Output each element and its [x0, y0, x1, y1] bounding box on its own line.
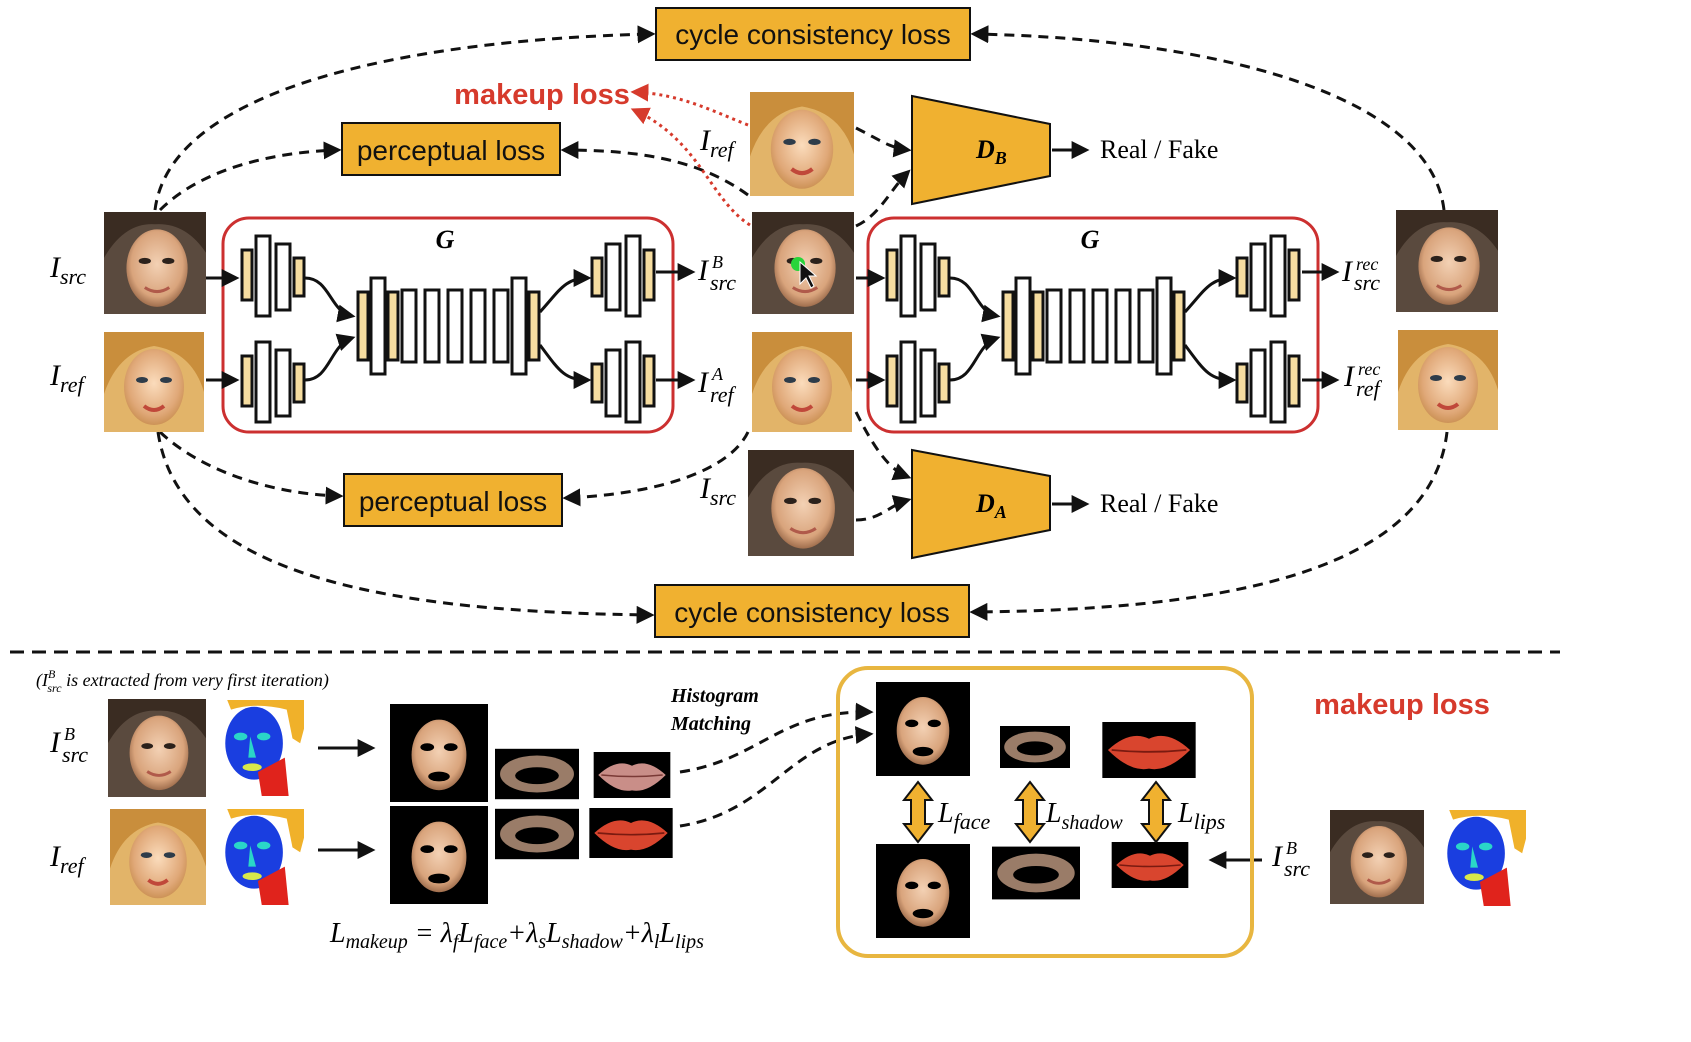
svg-text:Lface: Lface	[937, 798, 990, 834]
label-i-ref: Iref	[49, 359, 87, 397]
bottom-right-face	[1330, 808, 1424, 906]
panel-face-gen-crop	[876, 844, 970, 938]
svg-text:I: I	[1271, 840, 1284, 873]
crop-lips-ref	[588, 808, 674, 858]
label-i-ref-a: I A ref	[697, 364, 737, 407]
panel-face-ref-crop	[876, 682, 970, 776]
discriminator-a: DA Real / Fake	[911, 448, 1218, 560]
svg-text:I: I	[49, 726, 62, 759]
face-ref-top-image	[750, 92, 854, 196]
generator-right-label: G	[1081, 225, 1100, 254]
face-src-image	[104, 212, 206, 314]
svg-text:ref: ref	[1356, 376, 1383, 401]
svg-text:src: src	[62, 742, 88, 767]
svg-text:Lshadow: Lshadow	[1045, 798, 1123, 834]
svg-text:Iref: Iref	[49, 840, 87, 878]
bottom-ref-face	[110, 808, 206, 906]
generator-left: G	[221, 216, 675, 434]
bottom-src-parse-map	[208, 700, 304, 796]
label-i-ref-top: Iref	[699, 124, 737, 162]
face-ref-rec-image	[1398, 330, 1498, 430]
crop-eye-src	[495, 748, 579, 800]
bottom-row1-label: I B src	[49, 724, 88, 767]
svg-text:src: src	[1284, 856, 1310, 881]
svg-text:Isrc: Isrc	[49, 251, 86, 289]
panel-lips-gen-crop	[1110, 842, 1190, 888]
panel-double-arrows	[901, 780, 1173, 844]
dashed-connectors	[153, 25, 1449, 624]
generator-right: G	[866, 216, 1320, 434]
crop-lips-src	[592, 752, 672, 798]
bottom-row2-label: Iref	[49, 840, 87, 878]
makeup-loss-bottom-label: makeup loss	[1314, 689, 1490, 721]
discriminator-a-output: Real / Fake	[1100, 489, 1218, 518]
bottom-right-label: I B src	[1271, 838, 1310, 881]
bottom-src-face	[108, 698, 206, 798]
svg-text:ref: ref	[710, 382, 737, 407]
face-ref-a-image	[752, 332, 852, 432]
svg-text:src: src	[1354, 270, 1380, 295]
svg-text:B: B	[712, 252, 723, 272]
cycle-loss-top-box: cycle consistency loss	[655, 7, 971, 61]
svg-text:Matching: Matching	[670, 713, 751, 735]
svg-text:Isrc: Isrc	[699, 472, 736, 510]
label-i-src-bottom: Isrc	[699, 472, 736, 510]
svg-text:src: src	[710, 270, 736, 295]
cycle-loss-top-label: cycle consistency loss	[675, 19, 950, 50]
svg-text:rec: rec	[1358, 359, 1380, 379]
face-src-rec-image	[1396, 210, 1498, 312]
svg-text:Histogram: Histogram	[670, 685, 759, 707]
svg-text:B: B	[1286, 838, 1297, 858]
makeup-loss-top-label: makeup loss	[454, 79, 630, 111]
discriminator-b-output: Real / Fake	[1100, 135, 1218, 164]
label-i-src-rec: I rec src	[1341, 254, 1380, 295]
cycle-loss-bottom-box: cycle consistency loss	[654, 584, 970, 638]
generator-left-network	[240, 234, 656, 424]
svg-text:Iref: Iref	[49, 359, 87, 397]
svg-text:Iref: Iref	[699, 124, 737, 162]
svg-text:DA: DA	[975, 489, 1007, 522]
makeup-loss-dotted-arrows	[630, 83, 751, 227]
svg-text:I: I	[1343, 360, 1356, 393]
svg-text:A: A	[711, 364, 724, 384]
svg-text:DB: DB	[975, 135, 1007, 168]
cycle-loss-bottom-label: cycle consistency loss	[674, 597, 949, 628]
io-arrows	[206, 263, 1340, 389]
svg-text:I: I	[697, 254, 710, 287]
label-i-src: Isrc	[49, 251, 86, 289]
label-i-src-b: I B src	[697, 252, 736, 295]
makeup-loss-panel	[836, 666, 1254, 958]
label-i-ref-rec: I rec ref	[1343, 359, 1383, 401]
panel-loss-labels: Lface Lshadow Llips	[937, 798, 1225, 834]
crop-face-ref	[390, 806, 488, 904]
perceptual-loss-top-label: perceptual loss	[357, 135, 545, 166]
crop-eye-ref	[495, 808, 579, 860]
histogram-matching-label: Histogram Matching	[670, 685, 759, 735]
svg-text:Llips: Llips	[1177, 798, 1225, 834]
svg-text:I: I	[697, 366, 710, 399]
face-ref-image	[104, 332, 204, 432]
panel-eye-ref-crop	[1000, 726, 1070, 768]
histogram-dashed-arrows	[679, 702, 874, 828]
bottom-ref-parse-map	[208, 809, 304, 905]
generator-right-network	[887, 236, 1299, 422]
svg-text:B: B	[64, 724, 75, 744]
makeup-formula: Lmakeup = λfLface+λsLshadow+λlLlips	[329, 918, 704, 953]
svg-text:I: I	[1341, 255, 1354, 288]
svg-text:rec: rec	[1356, 254, 1378, 274]
cursor-indicator	[791, 257, 818, 289]
crop-face-src	[390, 704, 488, 802]
panel-lips-ref-crop	[1101, 722, 1197, 778]
perceptual-loss-bottom-label: perceptual loss	[359, 486, 547, 517]
panel-eye-gen-crop	[992, 846, 1080, 900]
perceptual-loss-top-box: perceptual loss	[341, 122, 561, 176]
face-src-bottom-image	[748, 450, 854, 556]
perceptual-loss-bottom-box: perceptual loss	[343, 473, 563, 527]
bottom-right-parse-map	[1430, 810, 1526, 906]
discriminator-b: DB Real / Fake	[911, 94, 1218, 206]
generator-left-label: G	[436, 225, 455, 254]
